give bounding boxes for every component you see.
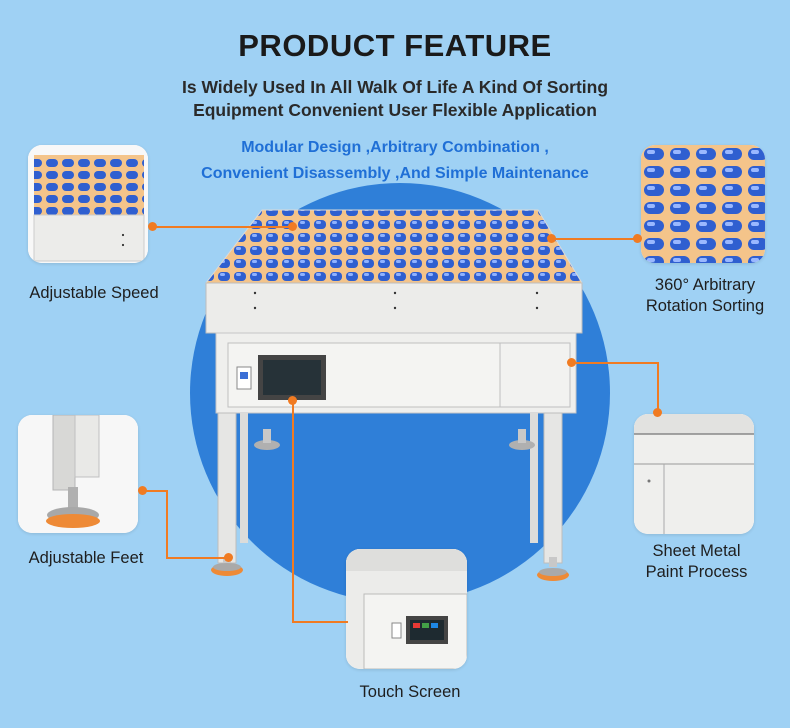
connector-line-paint-v xyxy=(657,362,659,412)
feature-label-feet: Adjustable Feet xyxy=(28,549,144,567)
highlight-line-2: Convenient Disassembly ,And Simple Maint… xyxy=(201,165,589,182)
rotation-card xyxy=(641,145,765,263)
connector-dot-feet-end xyxy=(224,553,233,562)
rotation-line-2: Rotation Sorting xyxy=(645,297,765,315)
roller-closeup-rotation xyxy=(641,145,765,263)
connector-dot-speed-end xyxy=(288,222,297,231)
connector-line-screen-v xyxy=(292,400,294,622)
page-title: PRODUCT FEATURE xyxy=(238,28,552,63)
connector-line-feet-h2 xyxy=(166,557,228,559)
touch-screen-closeup xyxy=(346,549,467,669)
feature-label-paint: Sheet Metal Paint Process xyxy=(624,541,769,583)
touch-screen-card xyxy=(346,549,467,669)
connector-line-screen-h xyxy=(292,621,348,623)
rotation-line-1: 360° Arbitrary xyxy=(654,276,756,294)
roller-grid-closeup xyxy=(28,145,148,263)
paint-line-1: Sheet Metal xyxy=(652,542,741,560)
connector-dot-rotation-end xyxy=(633,234,642,243)
subtitle-line-2: Equipment Convenient User Flexible Appli… xyxy=(193,100,597,120)
subtitle-line-1: Is Widely Used In All Walk Of Life A Kin… xyxy=(181,77,609,97)
connector-dot-paint-end xyxy=(653,408,662,417)
machine-illustration xyxy=(204,209,583,581)
highlight-line-1: Modular Design ,Arbitrary Combination , xyxy=(241,139,549,156)
feet-card xyxy=(18,415,138,533)
connector-line-feet-h1 xyxy=(142,490,167,492)
feature-label-screen: Touch Screen xyxy=(359,683,461,701)
feature-label-rotation: 360° Arbitrary Rotation Sorting xyxy=(630,275,780,317)
connector-line-paint-h xyxy=(571,362,657,364)
sheet-metal-card xyxy=(634,414,754,534)
connector-line-speed xyxy=(152,226,292,228)
foot-closeup xyxy=(18,415,138,533)
sheet-metal-closeup xyxy=(634,414,754,534)
feature-label-speed: Adjustable Speed xyxy=(29,284,159,302)
connector-line-rotation xyxy=(551,238,637,240)
roller-grid-card xyxy=(28,145,148,263)
paint-line-2: Paint Process xyxy=(645,563,748,581)
connector-line-feet-v xyxy=(166,490,168,558)
